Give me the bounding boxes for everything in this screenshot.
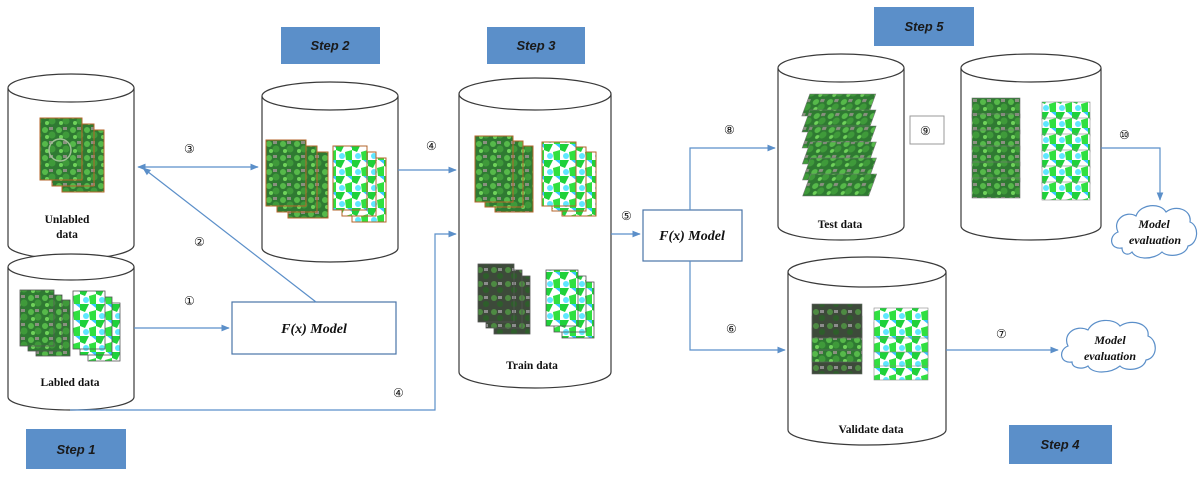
train-data-cylinder: Train data: [458, 77, 612, 389]
result-image-stack: [971, 97, 1021, 199]
train-label: Train data: [506, 360, 558, 372]
train-mask-stack-top: [541, 141, 597, 217]
step3-label: Step 3: [516, 38, 556, 53]
train-mask-stack-bottom: [545, 269, 595, 339]
labeled-data-cylinder: Labled data: [7, 253, 135, 411]
model-box-left: F(x) Model: [231, 301, 397, 355]
step5-box: Step 5: [874, 7, 974, 46]
model-evaluation-cloud-bottom: Model evaluation: [1061, 319, 1156, 373]
validate-label: Validate data: [838, 424, 903, 436]
test-data-cylinder: Test data: [777, 53, 905, 241]
number-2: ②: [194, 235, 205, 249]
arrow-4-lower: [70, 230, 457, 411]
unlabeled-data-cylinder: Unlabled data: [7, 73, 135, 260]
cloud-bottom-line2: evaluation: [1084, 349, 1136, 363]
number-1: ①: [184, 294, 195, 308]
model-middle-label: F(x) Model: [658, 229, 725, 244]
test-image-stack: [801, 93, 878, 197]
step2-cylinder: [261, 81, 399, 263]
number-9: ⑨: [920, 124, 931, 138]
model-left-label: F(x) Model: [280, 322, 347, 337]
cloud-top-line2: evaluation: [1129, 233, 1181, 247]
connectors: [70, 144, 1164, 411]
step5-result-cylinder: [960, 53, 1102, 241]
step2-box: Step 2: [281, 27, 380, 64]
labeled-mask-stack: [72, 290, 121, 362]
labeled-image-stack: [19, 289, 71, 357]
arrow-8: [689, 144, 776, 210]
train-image-stack-bottom: [477, 263, 531, 335]
step1-box: Step 1: [26, 429, 126, 469]
arrow-10: [1101, 147, 1164, 201]
step2-image-stack: [265, 139, 329, 219]
arrow-2: [142, 167, 317, 303]
step1-label: Step 1: [56, 442, 95, 457]
unlabeled-label-line1: Unlabled: [45, 214, 90, 226]
result-mask-stack: [1041, 101, 1091, 201]
number-4-lower: ④: [393, 386, 404, 400]
number-4-upper: ④: [426, 139, 437, 153]
arrow-6: [689, 261, 786, 354]
step4-box: Step 4: [1009, 425, 1112, 464]
validate-data-cylinder: Validate data: [787, 256, 947, 446]
number-3: ③: [184, 142, 195, 156]
step5-label: Step 5: [904, 19, 944, 34]
step3-box: Step 3: [487, 27, 585, 64]
number-8: ⑧: [724, 123, 735, 137]
validate-mask-stack: [873, 307, 929, 381]
model-evaluation-cloud-top: Model evaluation: [1111, 205, 1198, 259]
number-7: ⑦: [996, 327, 1007, 341]
test-label: Test data: [818, 219, 863, 231]
step2-mask-stack: [332, 145, 387, 223]
step9-box: [909, 115, 945, 145]
validate-image-stack: [811, 303, 863, 375]
cloud-bottom-line1: Model: [1093, 333, 1126, 347]
step2-label: Step 2: [310, 38, 350, 53]
labeled-label: Labled data: [40, 377, 99, 389]
number-5: ⑤: [621, 209, 632, 223]
train-image-stack-top: [474, 135, 534, 213]
unlabeled-image-stack: [39, 117, 105, 193]
cloud-top-line1: Model: [1137, 217, 1170, 231]
step4-label: Step 4: [1040, 437, 1080, 452]
number-6: ⑥: [726, 322, 737, 336]
model-box-middle: F(x) Model: [642, 209, 743, 262]
unlabeled-label-line2: data: [56, 229, 78, 241]
number-10: ⑩: [1119, 128, 1130, 142]
